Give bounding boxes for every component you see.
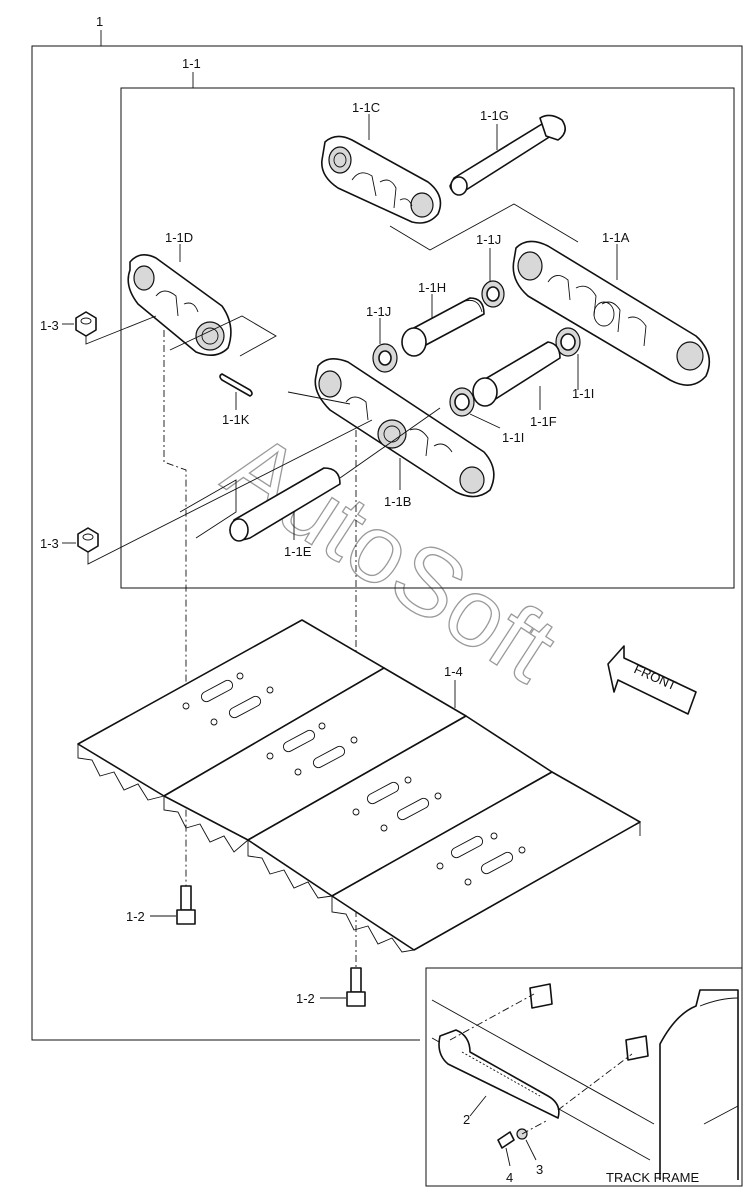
- label-spacer-1-1j-left: 1-1J: [366, 304, 391, 319]
- pin-1-1e: [229, 467, 341, 542]
- label-bushing-1-1f: 1-1F: [530, 414, 557, 429]
- inset-title: TRACK FRAME: [606, 1170, 700, 1185]
- seal-1-1i-mid: [449, 387, 475, 417]
- link-1-1d: [127, 254, 232, 356]
- label-link-1-1d: 1-1D: [165, 230, 193, 245]
- label-bushing-1-1h: 1-1H: [418, 280, 446, 295]
- label-link-1-1c: 1-1C: [352, 100, 380, 115]
- bushing-1-1f: [472, 341, 561, 407]
- spacer-1-1j-left: [372, 343, 398, 373]
- label-subassembly: 1-1: [182, 56, 201, 71]
- track-frame-inset: [425, 967, 743, 1187]
- link-1-1b: [314, 358, 495, 498]
- link-1-1c: [321, 135, 442, 224]
- label-seal-1-1i-right: 1-1I: [572, 386, 594, 401]
- label-pin-1-1k: 1-1K: [222, 412, 250, 427]
- track-shoes-1-4: [77, 619, 641, 953]
- label-track-shoes-1-4: 1-4: [444, 664, 463, 679]
- label-pin-1-1e: 1-1E: [284, 544, 312, 559]
- label-link-1-1a: 1-1A: [602, 230, 630, 245]
- seal-1-1i-right: [555, 327, 581, 357]
- nut-1-3-bottom: [77, 527, 99, 553]
- assembly-frame: [31, 30, 743, 1041]
- subassembly-frame: [120, 72, 735, 589]
- bolt-1-2-right: [346, 967, 366, 1007]
- label-nut-1-3-top: 1-3: [40, 318, 59, 333]
- label-pin-1-1g: 1-1G: [480, 108, 509, 123]
- link-1-1a: [512, 240, 711, 386]
- label-bolt-1-2-left: 1-2: [126, 909, 145, 924]
- label-washer: 3: [536, 1162, 543, 1177]
- label-assembly: 1: [96, 14, 103, 29]
- label-nut-1-3-bottom: 1-3: [40, 536, 59, 551]
- nut-1-3-top: [75, 311, 97, 337]
- label-link-1-1b: 1-1B: [384, 494, 411, 509]
- label-bolt-1-2-right: 1-2: [296, 991, 315, 1006]
- spacer-1-1j-top: [481, 280, 505, 308]
- pin-1-1g: [449, 114, 566, 196]
- pin-1-1k: [219, 373, 253, 397]
- bushing-1-1h: [401, 297, 485, 357]
- label-bolt-guard: 4: [506, 1170, 513, 1185]
- bolt-1-2-left: [176, 885, 196, 925]
- label-seal-1-1i-mid: 1-1I: [502, 430, 524, 445]
- label-guard: 2: [463, 1112, 470, 1127]
- front-arrow: FRONT: [607, 645, 697, 715]
- label-spacer-1-1j-top: 1-1J: [476, 232, 501, 247]
